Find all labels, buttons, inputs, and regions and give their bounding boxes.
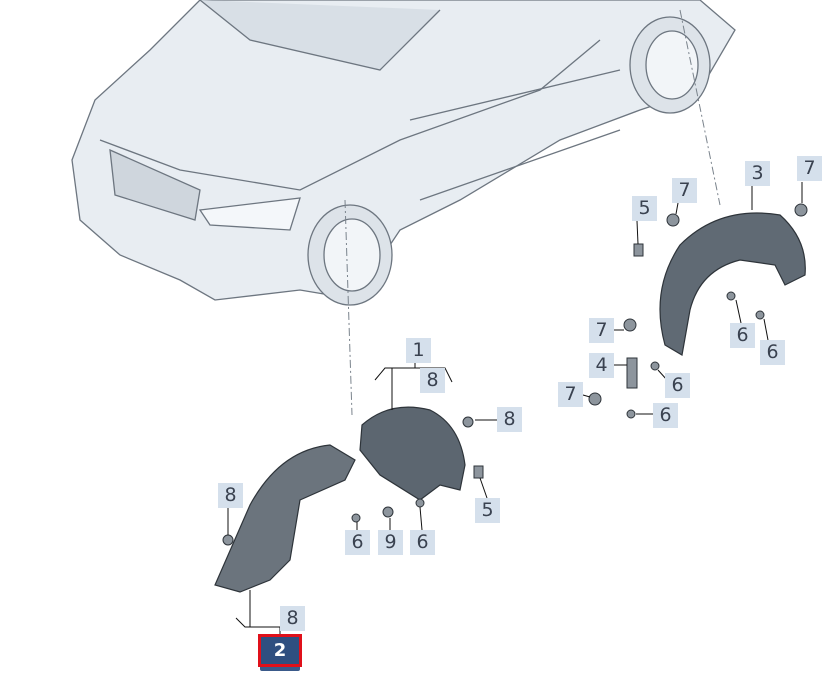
callout-4[interactable]: 4 xyxy=(589,353,614,378)
callout-7[interactable]: 7 xyxy=(589,318,614,343)
callout-3[interactable]: 3 xyxy=(745,161,770,186)
callout-5[interactable]: 5 xyxy=(632,196,657,221)
fasteners xyxy=(222,203,808,546)
callout-6[interactable]: 6 xyxy=(410,530,435,555)
callout-8[interactable]: 8 xyxy=(218,483,243,508)
callout-6[interactable]: 6 xyxy=(730,323,755,348)
leader-lines xyxy=(344,9,721,416)
car-illustration xyxy=(71,0,736,306)
callout-8[interactable]: 8 xyxy=(420,368,445,393)
callout-6[interactable]: 6 xyxy=(653,403,678,428)
callout-2-selected[interactable]: 2 xyxy=(258,634,302,667)
callout-6[interactable]: 6 xyxy=(760,340,785,365)
callout-6[interactable]: 6 xyxy=(665,373,690,398)
callout-8[interactable]: 8 xyxy=(497,407,522,432)
callout-5[interactable]: 5 xyxy=(475,498,500,523)
callout-7[interactable]: 7 xyxy=(797,156,822,181)
callout-9[interactable]: 9 xyxy=(378,530,403,555)
callout-1[interactable]: 1 xyxy=(406,338,431,363)
fender-liner-front xyxy=(214,406,466,593)
callout-7[interactable]: 7 xyxy=(672,178,697,203)
callout-7[interactable]: 7 xyxy=(558,382,583,407)
fender-liner-rear xyxy=(659,212,806,356)
callout-6[interactable]: 6 xyxy=(345,530,370,555)
callout-8[interactable]: 8 xyxy=(280,606,305,631)
